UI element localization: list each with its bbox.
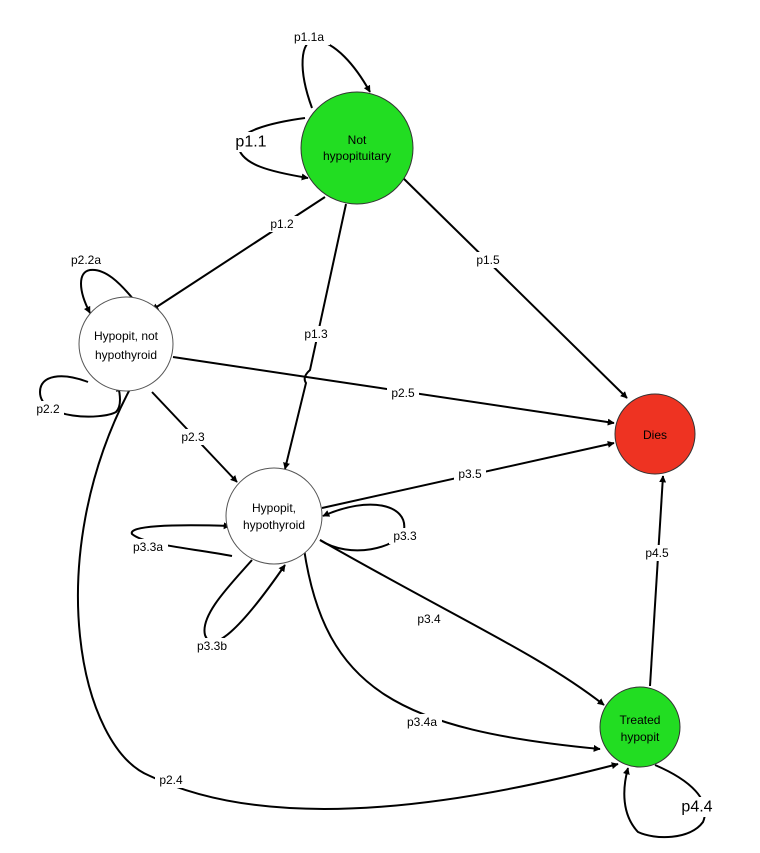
edge-label-p1-1-text: p1.1 [235,134,266,151]
edge-label-p3-3a: p3.3a [128,539,168,555]
edge-label-p1-1a-text: p1.1a [294,30,324,44]
node-not-hypopituitary-circle [300,91,414,205]
node-treated-hypopit-label-line2: hypopit [621,730,660,744]
edge-p4-5 [649,475,667,687]
edge-label-p3-3-bg [389,528,421,544]
node-treated-hypopit-circle [599,686,681,768]
node-hypopit-not-hypothyroid-circle [78,296,174,392]
edge-label-p3-3a-text: p3.3a [133,540,163,554]
edge-label-p3-5-bg [454,466,486,482]
edge-label-p1-1a: p1.1a [288,29,330,45]
edge-label-p3-4: p3.4 [413,611,445,627]
node-hypopit-hypothyroid-label-line2: hypothyroid [243,518,305,532]
edge-label-p1-1-bg [232,132,270,152]
node-hypopit-not-hypothyroid-label-line1: Hypopit, not [94,329,159,343]
edge-label-p1-3: p1.3 [300,326,332,342]
edge-label-p1-5-bg [472,252,504,268]
edge-label-p3-3b-bg [192,638,232,654]
edge-label-p2-2-text: p2.2 [36,402,60,416]
edge-label-p3-3a-bg [128,539,168,555]
edge-label-p2-2a-text: p2.2a [71,253,101,267]
node-not-hypopituitary-label-line2: hypopituitary [323,149,391,163]
edge-label-p3-4-bg [413,611,445,627]
edge-p3-4a [303,548,601,752]
edge-label-p4-5-text: p4.5 [645,546,669,560]
edge-label-p2-2a: p2.2a [66,252,106,268]
node-not-hypopituitary-label-line1: Not [348,133,367,147]
node-hypopit-hypothyroid[interactable]: Hypopit, hypothyroid [225,467,323,565]
edge-label-p2-3-text: p2.3 [181,430,205,444]
edge-label-p4-4: p4.4 [678,797,716,817]
edge-label-p4-5-bg [641,545,673,561]
edge-label-p1-5-text: p1.5 [476,253,500,267]
edge-label-p3-4a: p3.4a [402,714,442,730]
edge-p2-2a [80,268,135,314]
edge-label-p2-3-bg [177,429,209,445]
edge-label-p3-3b: p3.3b [192,638,232,654]
edge-label-p3-3: p3.3 [389,528,421,544]
edge-label-p1-2-text: p1.2 [270,217,294,231]
edge-label-p2-2-bg [32,401,64,417]
edge-p2-2 [38,375,123,418]
edge-p1-2 [151,196,326,311]
edge-label-p2-3: p2.3 [177,429,209,445]
edge-label-p3-4a-bg [402,714,442,730]
node-dies-label: Dies [643,428,667,442]
edge-p1-5 [399,174,628,399]
edge-label-p2-5: p2.5 [387,385,419,401]
edge-label-p1-3-bg [300,326,332,342]
edge-p3-3a [130,522,233,557]
node-treated-hypopit[interactable]: Treated hypopit [599,686,681,768]
edge-label-p4-4-bg [678,797,716,817]
edge-label-p2-4-bg [155,772,187,788]
node-treated-hypopit-label-line1: Treated [620,713,661,727]
node-hypopit-hypothyroid-circle [225,467,323,565]
edge-label-p1-2: p1.2 [266,216,298,232]
edge-label-p3-4a-text: p3.4a [407,715,437,729]
edge-label-p3-4-text: p3.4 [417,612,441,626]
nodes: Not hypopituitary Hypopit, not hypothyro… [78,91,696,768]
edge-label-p4-5: p4.5 [641,545,673,561]
edge-label-p3-3b-text: p3.3b [197,639,227,653]
node-dies[interactable]: Dies [614,393,696,475]
edge-label-p2-5-text: p2.5 [391,386,415,400]
edge-label-p2-2: p2.2 [32,401,64,417]
edge-label-p2-4: p2.4 [155,772,187,788]
edge-p4-4 [622,764,706,839]
edge-p2-4 [76,388,619,810]
edge-label-p1-3-text: p1.3 [304,327,328,341]
node-dies-circle [614,393,696,475]
edge-labels: p1.1a p1.1 p1.2 p1.3 p1.5 p2.2a p2.2 p2 [32,29,716,817]
edge-p3-3b [203,559,286,643]
node-hypopit-not-hypothyroid[interactable]: Hypopit, not hypothyroid [78,296,174,392]
node-not-hypopituitary[interactable]: Not hypopituitary [300,91,414,205]
edge-label-p2-5-bg [387,385,419,401]
edge-label-p1-1: p1.1 [232,132,270,152]
edge-label-p3-5: p3.5 [454,466,486,482]
edge-label-p1-5: p1.5 [472,252,504,268]
edge-label-p2-4-text: p2.4 [159,773,183,787]
node-hypopit-not-hypothyroid-label-line2: hypothyroid [95,348,157,362]
edge-label-p2-2a-bg [66,252,106,268]
edge-p3-4 [319,539,605,706]
edge-label-p3-3-text: p3.3 [393,529,417,543]
edge-label-p1-1a-bg [288,29,330,45]
edge-label-p1-2-bg [266,216,298,232]
node-hypopit-hypothyroid-label-line1: Hypopit, [252,501,296,515]
edge-label-p4-4-text: p4.4 [681,799,712,816]
edge-label-p3-5-text: p3.5 [458,467,482,481]
